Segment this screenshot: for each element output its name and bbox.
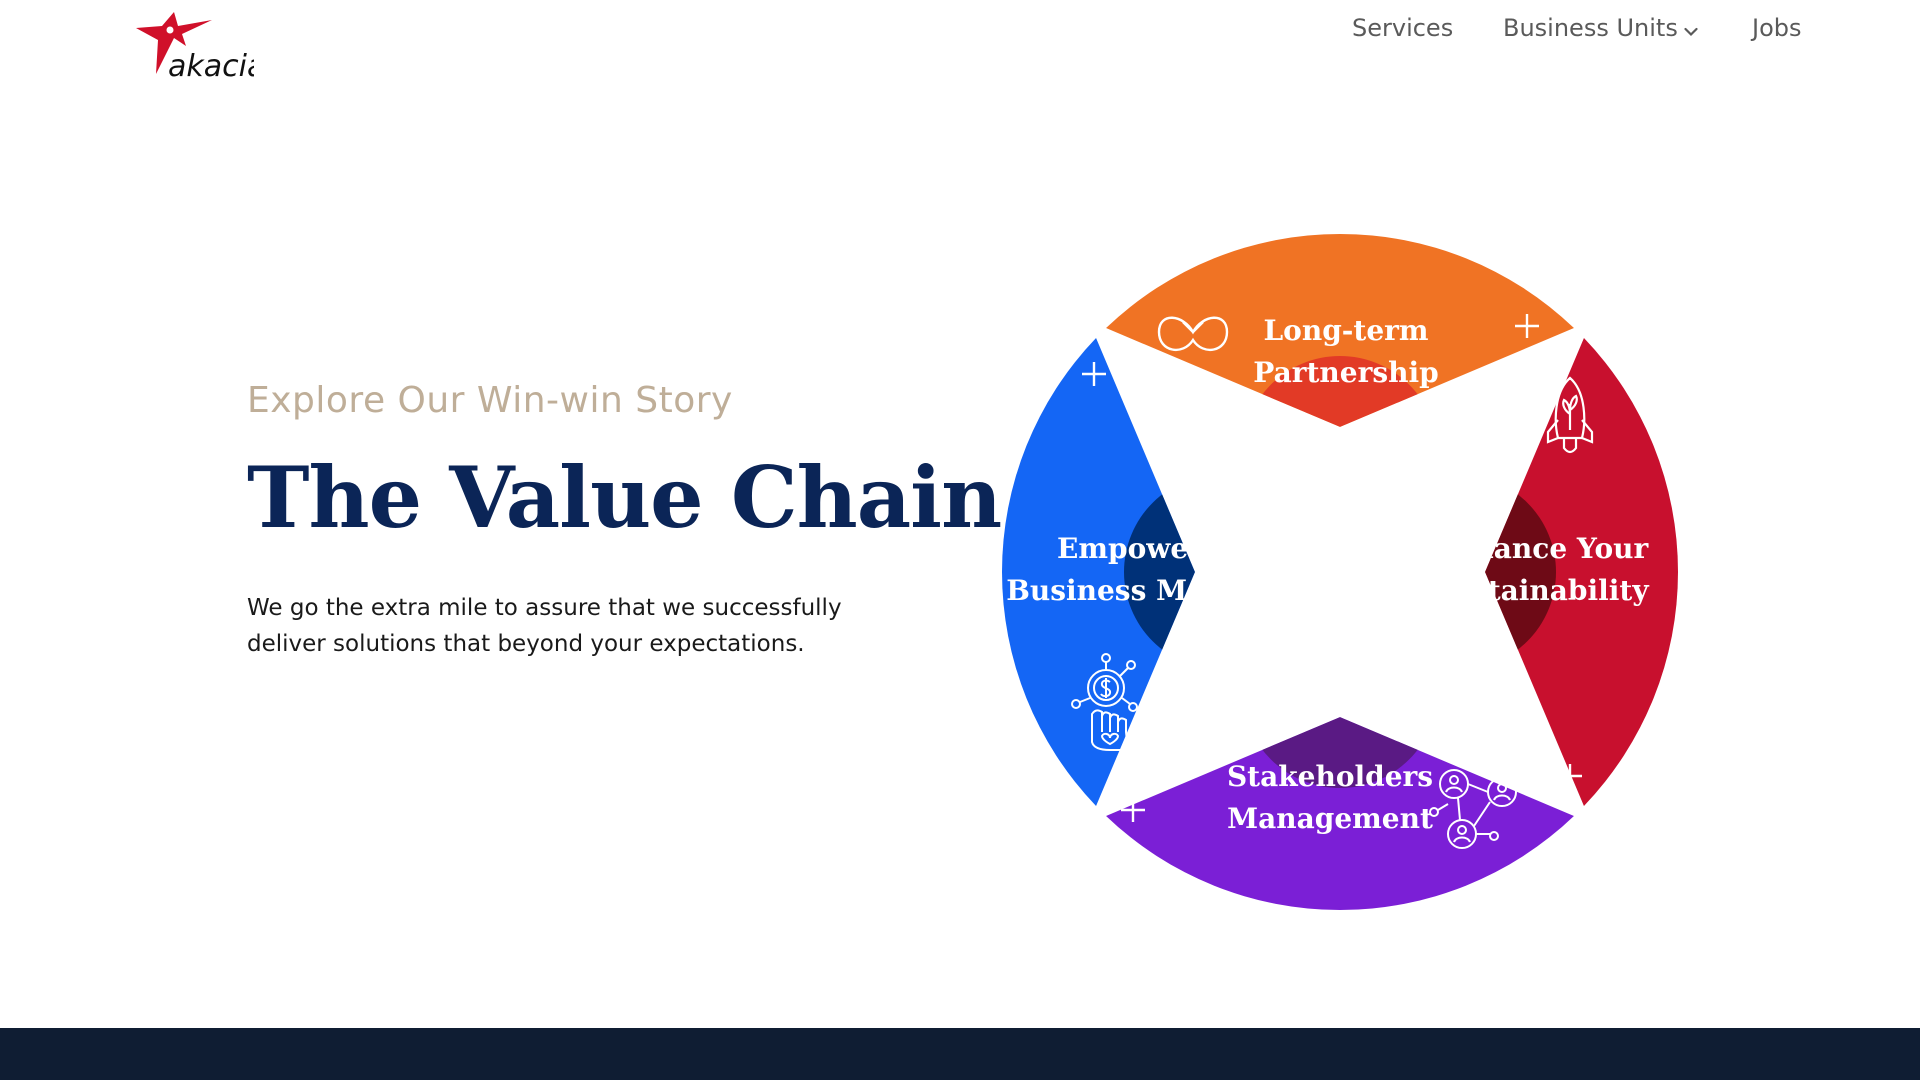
- segment-right-shape: [1485, 338, 1678, 806]
- segment-left-line2: Business Model: [1006, 574, 1254, 607]
- hero-description: We go the extra mile to assure that we s…: [247, 595, 842, 657]
- segment-top-inner: [1242, 356, 1438, 427]
- segment-long-term-partnership[interactable]: Long-term Partnership: [1106, 234, 1574, 552]
- site-header: akacia Services Business Units Jobs: [0, 0, 1920, 90]
- segment-left-line1: Empower: [1057, 532, 1204, 565]
- segment-right-line1: Enhance Your: [1432, 532, 1650, 565]
- segment-bottom-inner: [1242, 717, 1438, 788]
- rocket-plant-icon: [1546, 376, 1594, 454]
- footer-band: [0, 1028, 1920, 1080]
- segment-bottom-shape: [1106, 717, 1574, 910]
- segment-top-line2: Partnership: [1253, 356, 1438, 389]
- nav-business-units-label: Business Units: [1503, 14, 1678, 42]
- logo-wordmark: akacia: [168, 49, 254, 80]
- segment-empower-business-model[interactable]: Empower Business Model: [1002, 338, 1320, 806]
- plus-icon: [1515, 314, 1539, 338]
- segment-left-shape: [1002, 338, 1195, 806]
- segment-bottom-line2: Management: [1227, 802, 1433, 835]
- main-nav: Services Business Units Jobs: [0, 14, 1920, 44]
- partnership-infinity-hearts-icon: [1157, 316, 1229, 351]
- people-network-icon: [1429, 763, 1517, 849]
- plus-icon: [1121, 798, 1145, 822]
- segment-enhance-your-sustainability[interactable]: Enhance Your Sustainability: [1360, 338, 1678, 806]
- segment-right-inner: [1485, 474, 1556, 670]
- segment-stakeholders-management[interactable]: Stakeholders Management: [1106, 592, 1574, 910]
- nav-jobs[interactable]: Jobs: [1752, 14, 1802, 42]
- page-title: The Value Chain: [247, 448, 1002, 547]
- segment-bottom-line1: Stakeholders: [1227, 760, 1433, 793]
- plus-icon: [1558, 764, 1582, 788]
- money-hand-network-icon: [1071, 653, 1138, 751]
- chevron-down-icon: [1684, 15, 1698, 43]
- value-chain-wheel: Long-term Partnership Enhance Your Susta…: [990, 222, 1690, 922]
- segment-left-inner: [1124, 474, 1195, 670]
- segment-top-shape: [1106, 234, 1574, 427]
- segment-right-line2: Sustainability: [1431, 574, 1649, 607]
- akacia-logo[interactable]: akacia: [134, 10, 265, 84]
- segment-top-line1: Long-term: [1263, 314, 1428, 347]
- nav-business-units[interactable]: Business Units: [1503, 14, 1698, 43]
- nav-services[interactable]: Services: [1352, 14, 1454, 42]
- plus-icon: [1082, 362, 1106, 386]
- hero-eyebrow: Explore Our Win-win Story: [247, 380, 733, 421]
